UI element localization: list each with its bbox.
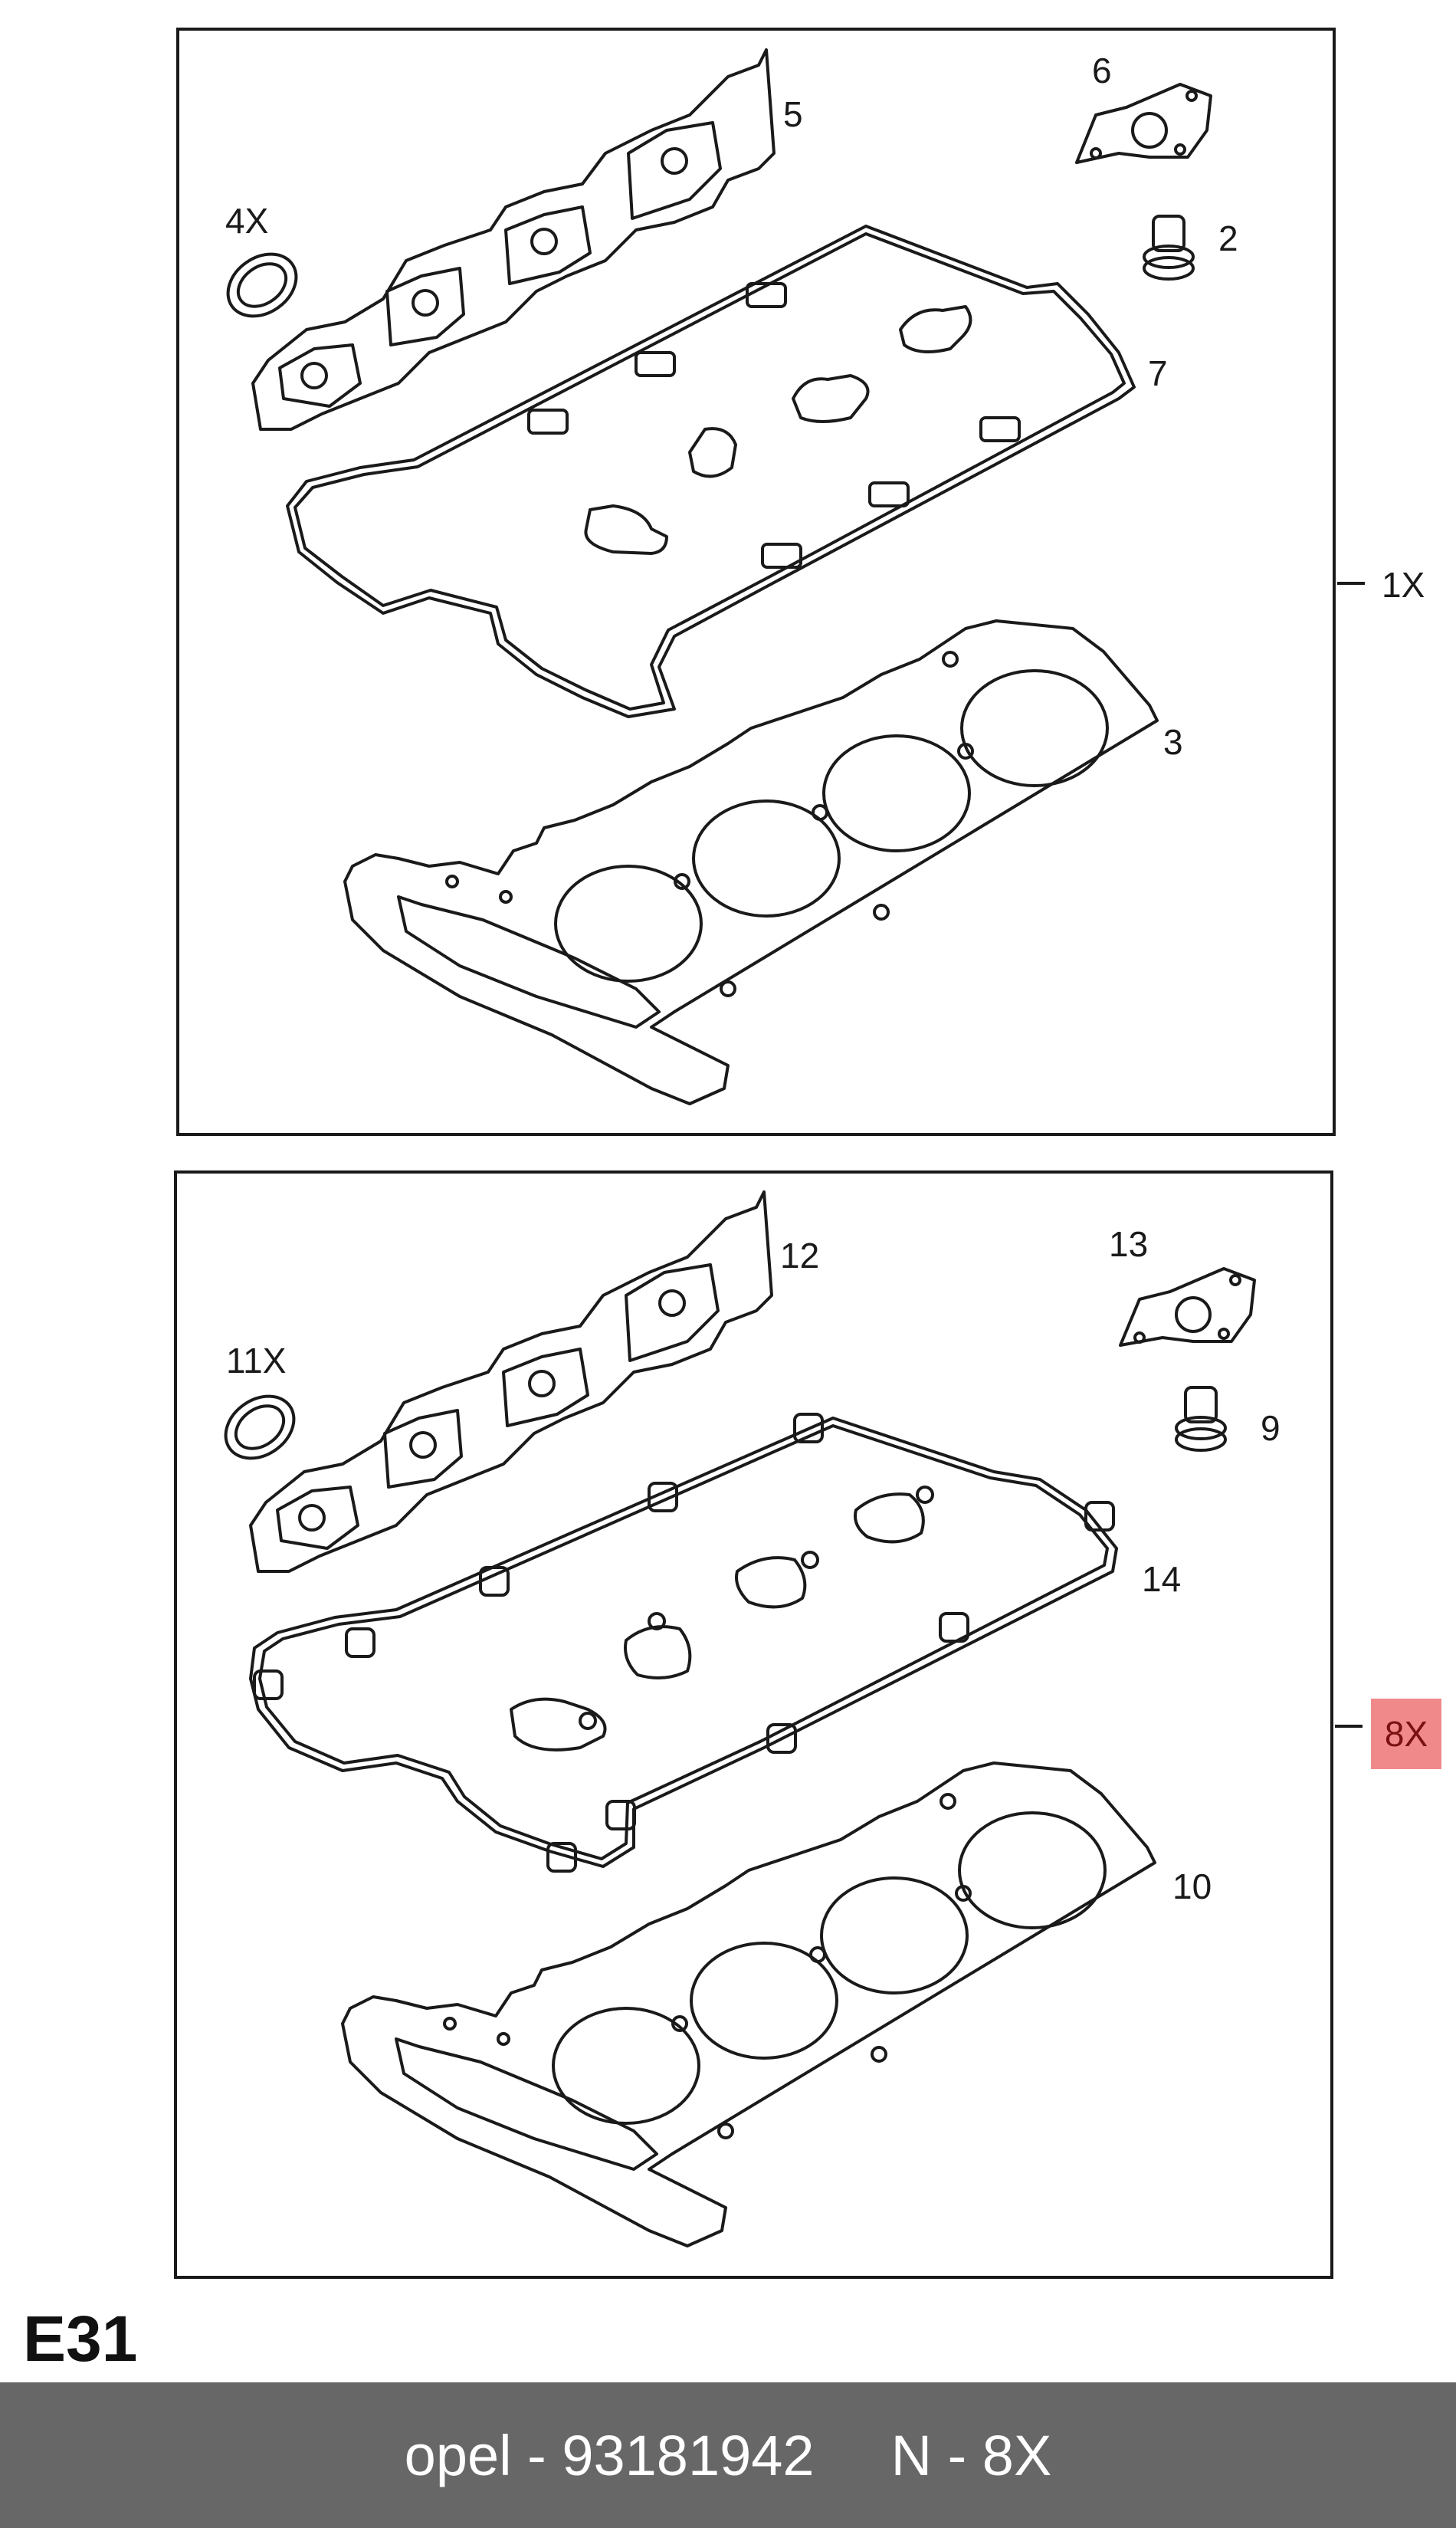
- intake-manifold-gasket-12: [249, 1190, 773, 1573]
- callout-2: 2: [1218, 218, 1238, 258]
- valve-stem-seal-2: [1143, 215, 1195, 281]
- callout-6: 6: [1092, 51, 1112, 90]
- callout-3: 3: [1163, 722, 1183, 762]
- flange-gasket-6: [1075, 83, 1212, 164]
- quantity-bottom-highlight: 8X: [1371, 1699, 1441, 1769]
- callout-4x: 4X: [225, 201, 269, 241]
- diagram-panel-top: [176, 28, 1336, 1136]
- cylinder-head-gasket-10: [341, 1761, 1156, 2247]
- cylinder-head-gasket-3: [343, 619, 1159, 1105]
- quantity-leader-top: [1337, 582, 1365, 585]
- footer-brand-part: opel - 93181942: [404, 2423, 815, 2487]
- gasket-set-diagram-bottom: [224, 1190, 1256, 2247]
- quantity-bottom: 8X: [1384, 1714, 1428, 1754]
- footer-note: N - 8X: [890, 2423, 1052, 2487]
- diagram-panel-bottom: [174, 1170, 1333, 2279]
- intake-manifold-gasket-5: [251, 48, 776, 431]
- valve-stem-seal-9: [1175, 1386, 1227, 1452]
- callout-13: 13: [1109, 1224, 1149, 1264]
- callout-10: 10: [1172, 1866, 1212, 1906]
- gasket-set-diagram-top: [226, 48, 1212, 1105]
- valve-cover-gasket-7: [286, 225, 1136, 718]
- quantity-leader-bottom: [1335, 1725, 1363, 1728]
- callout-14: 14: [1142, 1559, 1182, 1599]
- callout-5: 5: [783, 94, 803, 134]
- intake-port-seal-11x: [224, 1394, 296, 1460]
- section-code: E31: [23, 2303, 138, 2375]
- callout-7: 7: [1148, 353, 1168, 393]
- quantity-top: 1X: [1382, 565, 1425, 605]
- intake-port-seal-4x: [226, 252, 298, 318]
- flange-gasket-13: [1119, 1267, 1256, 1347]
- callout-9: 9: [1261, 1408, 1281, 1448]
- valve-cover-gasket-14: [249, 1413, 1118, 1873]
- footer-bar: opel - 93181942 N - 8X: [0, 2382, 1456, 2528]
- callout-11x: 11X: [226, 1341, 287, 1381]
- callout-12: 12: [780, 1236, 820, 1275]
